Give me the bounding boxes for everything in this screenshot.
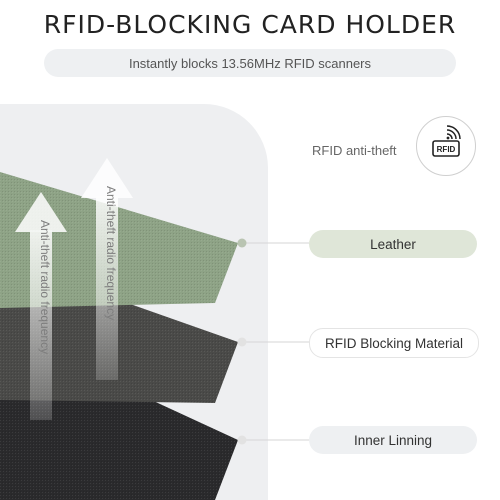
page-title: RFID-BLOCKING CARD HOLDER (43, 10, 457, 39)
rfid-badge: RFID (416, 116, 476, 176)
arrow-left-label: Anti-theft radio frequency (38, 220, 52, 355)
connector-dot-rfid (237, 337, 247, 347)
rfid-wave-card-icon: RFID (432, 125, 461, 157)
layer-label-text: RFID Blocking Material (324, 335, 464, 351)
layer-label-inner-lining: Inner Linning (309, 426, 477, 454)
subtitle-pill: Instantly blocks 13.56MHz RFID scanners (44, 49, 456, 77)
svg-text:RFID: RFID (437, 145, 456, 154)
layer-label-leather: Leather (309, 230, 477, 258)
connector-dot-inner (237, 435, 247, 445)
layer-label-text: Leather (370, 236, 416, 252)
connector-dot-leather (237, 238, 247, 248)
arrow-left (15, 192, 67, 420)
layer-label-text: Inner Linning (353, 432, 433, 448)
layer-label-rfid-blocking: RFID Blocking Material (309, 328, 479, 358)
arrow-right-label: Anti-theft radio frequency (104, 186, 118, 321)
subtitle-text: Instantly blocks 13.56MHz RFID scanners (128, 55, 372, 71)
rfid-anti-theft-label: RFID anti-theft (312, 143, 397, 158)
arrow-right (81, 158, 133, 380)
leather-texture (0, 172, 238, 308)
